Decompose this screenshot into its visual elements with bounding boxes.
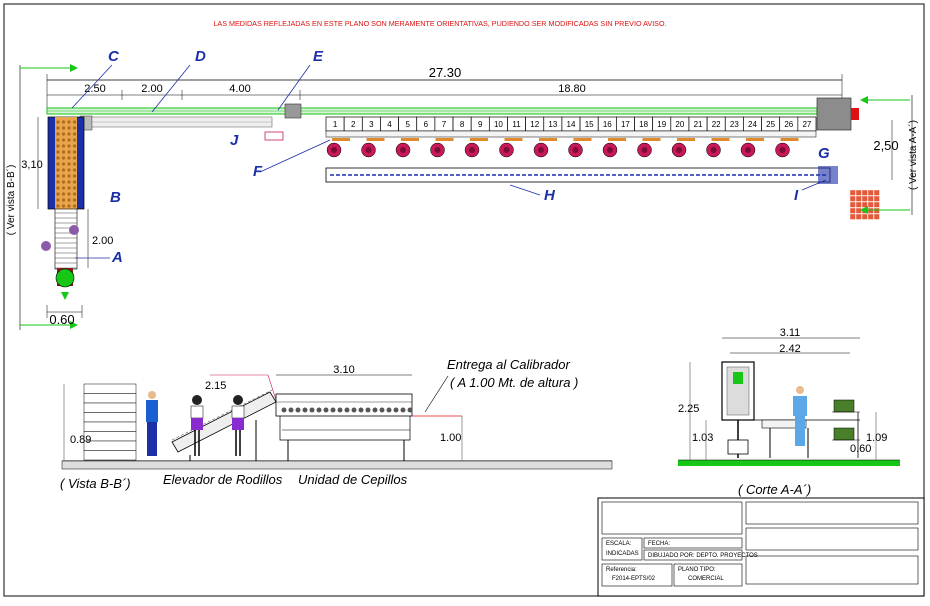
svg-text:Referencia:: Referencia: <box>606 567 637 573</box>
end-unit-motor <box>851 108 859 120</box>
pallet-grid <box>849 189 880 220</box>
section-aa-view: 3.11 2.42 2.25 1.03 1.09 0.60 ( Corte A-… <box>678 327 900 497</box>
label-i: I <box>794 187 799 204</box>
cepillos-label: Unidad de Cepillos <box>298 472 408 487</box>
section-cut-bb: ( Ver vista B-B´) <box>5 64 78 330</box>
station-number: 4 <box>387 120 392 129</box>
station-number: 1 <box>333 120 338 129</box>
svg-text:2.00: 2.00 <box>92 235 113 247</box>
station-number: 26 <box>784 120 793 129</box>
svg-text:27.30: 27.30 <box>429 65 462 80</box>
svg-text:3.11: 3.11 <box>780 327 801 339</box>
svg-text:0.60: 0.60 <box>49 312 74 327</box>
svg-text:4.00: 4.00 <box>229 83 250 95</box>
station-number: 7 <box>442 120 447 129</box>
item-j <box>264 131 284 141</box>
svg-text:PLANO TIPO:: PLANO TIPO: <box>678 567 716 573</box>
callout-labels: C D E J F G H I B A <box>71 48 830 266</box>
station-number: 18 <box>639 120 648 129</box>
dimension-row: 2.50 2.00 4.00 18.80 <box>47 83 842 100</box>
label-j: J <box>230 132 239 149</box>
notice-text: LAS MEDIDAS REFLEJADAS EN ESTE PLANO SON… <box>213 19 666 28</box>
svg-text:0.60: 0.60 <box>850 443 871 455</box>
station-number: 8 <box>460 120 465 129</box>
station-number: 16 <box>603 120 612 129</box>
station-number: 10 <box>494 120 503 129</box>
station-number: 11 <box>512 120 521 129</box>
title-block: ESCALA: INDICADAS FECHA: DIBUJADO POR: D… <box>597 497 925 597</box>
station-number: 23 <box>730 120 739 129</box>
svg-text:2.42: 2.42 <box>779 343 800 355</box>
station-number: 12 <box>530 120 539 129</box>
drive-motor <box>284 103 302 119</box>
station-number: 6 <box>424 120 429 129</box>
side-elevation: 0.89 2.15 3.10 1.00 Entrega al Calibrado… <box>60 357 613 491</box>
end-unit-box <box>816 97 852 131</box>
lower-conveyor <box>325 166 838 184</box>
label-b: B <box>110 189 121 206</box>
svg-text:18.80: 18.80 <box>558 83 586 95</box>
svg-text:2.50: 2.50 <box>84 83 105 95</box>
ver-vista-bb-label: ( Ver vista B-B´) <box>5 165 17 236</box>
section-cut-aa: ( Ver vista A-A´) 2,50 <box>860 95 919 215</box>
station-number: 27 <box>802 120 811 129</box>
sheet-border <box>3 3 925 597</box>
station-number: 9 <box>478 120 483 129</box>
svg-text:2.15: 2.15 <box>205 380 226 392</box>
svg-text:DIBUJADO POR: DEPTO. PROYECTOS: DIBUJADO POR: DEPTO. PROYECTOS <box>648 553 758 559</box>
svg-text:1.00: 1.00 <box>440 432 461 444</box>
svg-text:INDICADAS: INDICADAS <box>606 551 639 557</box>
station-number: 2 <box>351 120 356 129</box>
station-number: 21 <box>694 120 703 129</box>
station-number: 13 <box>548 120 557 129</box>
label-c: C <box>108 48 120 65</box>
station-number: 17 <box>621 120 630 129</box>
station-number: 19 <box>657 120 666 129</box>
feed-hopper: 3,10 2.00 0.60 <box>21 116 113 327</box>
svg-text:ESCALA:: ESCALA: <box>606 541 632 547</box>
station-number: 14 <box>567 120 576 129</box>
ver-vista-aa-label: ( Ver vista A-A´) <box>907 120 919 190</box>
svg-text:3,10: 3,10 <box>21 159 42 171</box>
label-d: D <box>195 48 206 65</box>
label-g: G <box>818 145 830 162</box>
svg-text:3.10: 3.10 <box>333 364 354 376</box>
svg-text:FECHA:: FECHA: <box>648 541 670 547</box>
label-h: H <box>544 187 556 204</box>
svg-text:F2014-EPTS/02: F2014-EPTS/02 <box>612 576 656 582</box>
station-number: 25 <box>766 120 775 129</box>
svg-text:1.09: 1.09 <box>866 432 887 444</box>
svg-text:2,50: 2,50 <box>873 138 898 153</box>
station-number: 24 <box>748 120 757 129</box>
svg-text:2.00: 2.00 <box>141 83 162 95</box>
station-number: 20 <box>675 120 684 129</box>
vista-bb-label: ( Vista B-B´) <box>60 476 131 491</box>
label-e: E <box>313 48 324 65</box>
label-f: F <box>253 163 263 180</box>
corte-aa-label: ( Corte A-A´) <box>738 482 811 497</box>
entrega-label-1: Entrega al Calibrador <box>447 357 571 372</box>
entrega-label-2: ( A 1.00 Mt. de altura ) <box>450 375 578 390</box>
label-a: A <box>111 249 123 266</box>
dimension-total: 27.30 <box>46 65 843 110</box>
svg-text:0.89: 0.89 <box>70 434 91 446</box>
svg-text:1.03: 1.03 <box>692 432 713 444</box>
elevador-label: Elevador de Rodillos <box>163 472 283 487</box>
worker-row <box>326 138 799 158</box>
station-number: 5 <box>405 120 410 129</box>
svg-text:2.25: 2.25 <box>678 403 699 415</box>
svg-text:COMERCIAL: COMERCIAL <box>688 576 724 582</box>
station-number: 15 <box>585 120 594 129</box>
station-number: 3 <box>369 120 374 129</box>
station-number: 22 <box>712 120 721 129</box>
